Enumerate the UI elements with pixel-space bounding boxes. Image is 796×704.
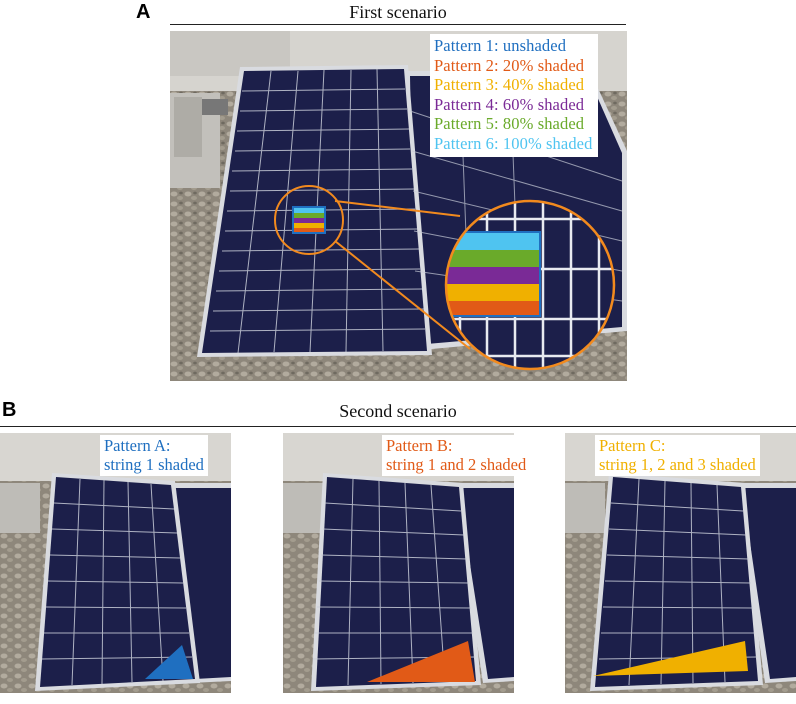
pattern-b-label: Pattern B: string 1 and 2 shaded [382, 435, 531, 476]
second-scenario-rule [0, 426, 796, 427]
pattern-a-label: Pattern A: string 1 shaded [100, 435, 208, 476]
first-scenario-rule [170, 24, 626, 25]
pattern-b-desc: string 1 and 2 shaded [386, 455, 527, 474]
pattern-a-desc: string 1 shaded [104, 455, 204, 474]
second-scenario-title: Second scenario [339, 401, 457, 421]
legend-pattern-6: Pattern 6: 100% shaded [434, 133, 593, 153]
pattern-a-photo [0, 433, 231, 693]
pattern-a-title: Pattern A: [104, 436, 171, 455]
panel-letter-a: A [136, 1, 151, 23]
legend-pattern-3: Pattern 3: 40% shaded [434, 75, 585, 95]
shading-square-small [292, 206, 326, 234]
pattern-c-desc: string 1, 2 and 3 shaded [599, 455, 756, 474]
pattern-b-title: Pattern B: [386, 436, 453, 455]
shading-triangle-b [367, 641, 475, 682]
pattern-c-label: Pattern C: string 1, 2 and 3 shaded [595, 435, 760, 476]
legend-pattern-2: Pattern 2: 20% shaded [434, 55, 585, 75]
pattern-c-title: Pattern C: [599, 436, 666, 455]
legend-pattern-4: Pattern 4: 60% shaded [434, 94, 585, 114]
legend-pattern-5: Pattern 5: 80% shaded [434, 114, 585, 134]
first-scenario-title: First scenario [349, 2, 447, 22]
shading-triangle-c [593, 641, 748, 676]
pattern-legend: Pattern 1: unshaded Pattern 2: 20% shade… [430, 34, 599, 157]
shading-triangle-a [145, 645, 193, 679]
legend-pattern-1: Pattern 1: unshaded [434, 36, 567, 55]
pattern-b-photo [283, 433, 514, 693]
panel-letter-b: B [2, 399, 17, 421]
